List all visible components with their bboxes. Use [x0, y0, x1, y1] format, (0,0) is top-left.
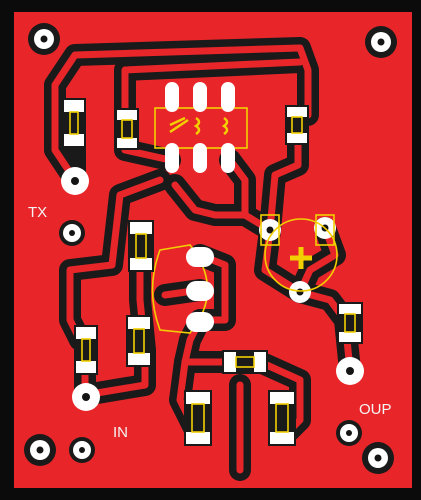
mounting-hole-bottom-mid-right	[336, 420, 362, 446]
through-hole-pads	[61, 167, 364, 411]
label-oup: OUP	[359, 401, 392, 418]
mounting-hole-top-right	[365, 26, 397, 58]
pad-oup	[336, 357, 364, 385]
smd-components	[62, 98, 363, 446]
mounting-hole-left-mid	[59, 220, 85, 246]
pad-tx	[61, 167, 89, 195]
smd-c4	[184, 390, 212, 446]
smd-r3	[285, 105, 309, 145]
label-tx: TX	[28, 204, 47, 221]
smd-r1	[62, 98, 86, 148]
transistor-outline	[151, 244, 214, 334]
smd-r4	[337, 302, 363, 344]
pad-in	[72, 383, 100, 411]
ic-pins-bottom	[165, 143, 235, 173]
smd-r2	[115, 108, 139, 150]
mounting-hole-bottom-right	[362, 442, 394, 474]
ic-dip8	[154, 82, 248, 173]
mounting-holes	[24, 23, 397, 474]
label-in: IN	[113, 424, 128, 441]
smd-r5	[222, 350, 268, 374]
trimmer-pot-outline	[260, 214, 338, 292]
pad-pot-1	[259, 219, 281, 241]
smd-c2	[74, 325, 98, 375]
mounting-hole-bottom-mid-left	[69, 437, 95, 463]
smd-c1	[128, 220, 154, 272]
mounting-hole-bottom-left	[24, 434, 56, 466]
mounting-hole-top-left	[28, 23, 60, 55]
pad-pot-3	[289, 281, 311, 303]
smd-c5	[268, 390, 296, 446]
ic-pins-top	[165, 82, 235, 112]
smd-c3	[126, 315, 152, 367]
